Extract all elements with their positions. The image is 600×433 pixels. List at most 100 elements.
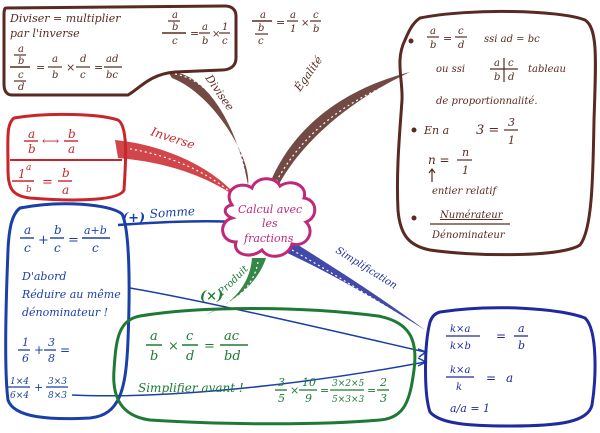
- svg-text:=: =: [276, 16, 285, 29]
- svg-text:1: 1: [290, 24, 296, 35]
- svg-text:b: b: [150, 349, 158, 364]
- svg-text:1: 1: [462, 164, 469, 177]
- egalite-proportionnalite: de proportionnalité.: [436, 96, 538, 107]
- svg-text:a: a: [494, 58, 500, 69]
- egalite-numerateur: Numérateur: [439, 210, 504, 221]
- center-line2: les: [262, 217, 278, 230]
- svg-text:d: d: [186, 349, 194, 364]
- svg-text:8: 8: [48, 352, 55, 365]
- svg-text:×: ×: [212, 29, 220, 40]
- svg-text:a: a: [26, 163, 31, 173]
- somme-box: a c + b c = a+b c D'abord Réduire au mêm…: [4, 202, 131, 421]
- svg-text:10: 10: [302, 376, 316, 389]
- branch-simplification: Simplification: [285, 240, 425, 330]
- svg-text:c: c: [24, 241, 31, 255]
- svg-text:a: a: [18, 44, 24, 55]
- svg-text:1: 1: [508, 134, 515, 147]
- svg-text:b: b: [258, 23, 264, 34]
- branch-label-simplification: Simplification: [333, 245, 398, 292]
- svg-text:c: c: [18, 70, 24, 81]
- simplification-kxa: k×a: [450, 324, 470, 335]
- branch-produit: (×) Produit: [200, 258, 266, 315]
- svg-text:=: =: [486, 371, 496, 385]
- svg-text:a: a: [260, 10, 266, 21]
- svg-text:a: a: [24, 223, 31, 237]
- svg-text:3: 3: [380, 392, 387, 405]
- svg-text:+: +: [34, 381, 43, 394]
- svg-text:=: =: [68, 233, 79, 248]
- svg-text:3 =: 3 =: [476, 123, 499, 138]
- svg-text:3: 3: [48, 336, 55, 349]
- somme-ab: a+b: [84, 224, 107, 237]
- svg-text:5×3×3: 5×3×3: [332, 395, 365, 405]
- center-line3: fractions: [243, 232, 294, 245]
- svg-text:a: a: [62, 183, 69, 197]
- svg-text:k: k: [456, 382, 462, 393]
- egalite-denominateur: Dénominateur: [431, 230, 506, 241]
- svg-text:c: c: [313, 10, 319, 21]
- svg-text:c: c: [258, 36, 264, 47]
- svg-text:=: =: [496, 329, 506, 343]
- svg-text:=: =: [443, 32, 452, 45]
- svg-text:d: d: [458, 40, 464, 51]
- inverse-arrow: ⟷: [42, 134, 59, 148]
- produit-bd: bd: [224, 349, 241, 364]
- svg-text:5: 5: [278, 392, 285, 405]
- svg-text:En a: En a: [423, 124, 449, 137]
- svg-text:b: b: [518, 339, 525, 352]
- svg-text:3×3: 3×3: [48, 377, 67, 387]
- egalite-entier: entier relatif: [432, 186, 499, 197]
- egalite-ou-ssi: ou ssi: [436, 64, 465, 75]
- svg-text:a: a: [28, 127, 35, 141]
- svg-text:b: b: [26, 185, 32, 195]
- svg-text:b: b: [494, 72, 500, 83]
- svg-text:c: c: [92, 241, 99, 255]
- simplification-box: k×a k×b = a b k×a k = a a/a = 1: [424, 306, 597, 428]
- svg-text:a: a: [150, 329, 158, 344]
- produit-box: a b × c d = ac bd Simplifier avant ! 3 5…: [112, 307, 417, 426]
- egalite-ssi-1: ssi ad = bc: [484, 34, 540, 45]
- svg-text:b: b: [430, 40, 436, 51]
- svg-text:c: c: [80, 70, 86, 81]
- svg-text:=: =: [94, 61, 103, 74]
- svg-text:c: c: [186, 329, 194, 344]
- svg-text:a: a: [506, 371, 513, 385]
- svg-text:b: b: [202, 36, 208, 47]
- svg-text:c: c: [222, 36, 228, 47]
- somme-intro-1: D'abord: [21, 270, 66, 283]
- svg-text:c: c: [54, 241, 61, 255]
- svg-text:b: b: [52, 70, 58, 81]
- svg-text:a: a: [172, 10, 178, 21]
- svg-text:1: 1: [18, 167, 26, 181]
- svg-text:=: =: [190, 27, 199, 40]
- branch-label-somme: Somme: [149, 204, 195, 221]
- svg-text:3: 3: [278, 376, 285, 389]
- branch-inverse: Inverse: [115, 124, 240, 200]
- produit-ac: ac: [224, 329, 240, 344]
- svg-text:ad: ad: [106, 54, 118, 65]
- svg-text:=: =: [60, 343, 70, 357]
- svg-text:×: ×: [66, 61, 75, 74]
- svg-text:2: 2: [379, 376, 387, 389]
- divisee-box: Diviser = multiplier par l'inverse a b c…: [2, 4, 238, 97]
- somme-intro-2: Réduire au même: [21, 288, 121, 301]
- svg-text:+: +: [34, 343, 44, 357]
- svg-text:9: 9: [305, 392, 312, 405]
- svg-text:a: a: [430, 26, 436, 37]
- svg-text:n =: n =: [428, 153, 450, 167]
- svg-text:bc: bc: [106, 70, 118, 81]
- svg-text:3×2×5: 3×2×5: [332, 379, 365, 389]
- svg-text:b: b: [313, 24, 319, 35]
- svg-text:=: =: [36, 61, 45, 74]
- egalite-tableau: tableau: [528, 64, 566, 75]
- svg-text:=: =: [320, 384, 329, 397]
- svg-text:k×a: k×a: [450, 365, 470, 376]
- svg-text:=: =: [204, 339, 215, 354]
- svg-text:3: 3: [508, 116, 515, 129]
- svg-text:c: c: [508, 58, 514, 69]
- svg-text:a: a: [290, 10, 296, 21]
- svg-text:+: +: [38, 233, 49, 248]
- egalite-box: a b = c d ssi ad = bc ou ssi a c b d tab…: [395, 9, 597, 257]
